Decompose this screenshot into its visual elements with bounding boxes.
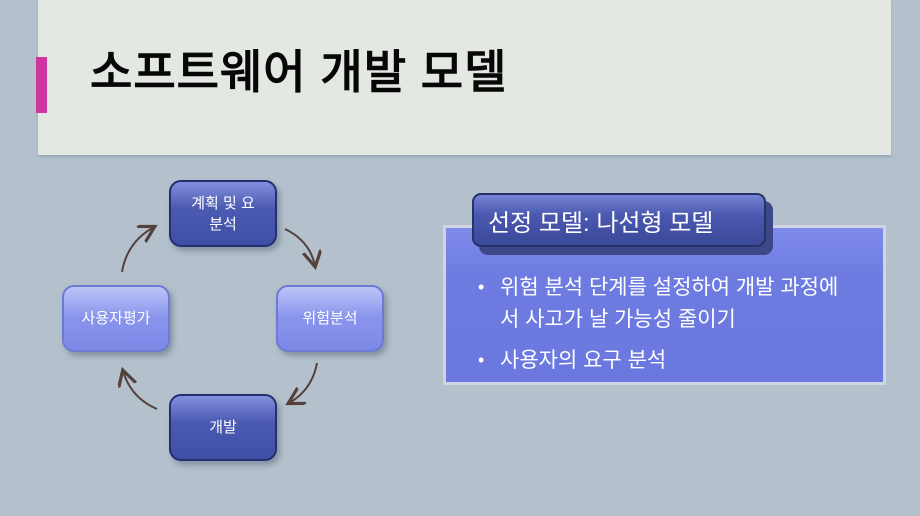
slide-title: 소프트웨어 개발 모델: [90, 46, 508, 98]
diagram-node-plan: 계획 및 요 분석: [169, 180, 277, 247]
callout-bullet-2-text: 사용자의 요구 분석: [500, 349, 667, 372]
diagram-node-risk: 위험분석: [276, 285, 384, 352]
callout-bullet-2: • 사용자의 요구 분석: [478, 345, 873, 377]
arrow-risk-to-develop: [289, 362, 318, 403]
arrow-evaluate-to-plan: [121, 227, 154, 273]
arrow-develop-to-evaluate: [123, 371, 158, 410]
diagram-node-develop: 개발: [169, 394, 277, 461]
title-banner: 소프트웨어 개발 모델: [36, 0, 891, 155]
callout-bullet-list: • 위험 분석 단계를 설정하여 개발 과정에 서 사고가 날 가능성 줄이기 …: [478, 272, 873, 377]
bullet-dot-icon: •: [478, 277, 485, 297]
callout-bullet-1-text: 위험 분석 단계를 설정하여 개발 과정에 서 사고가 날 가능성 줄이기: [500, 276, 839, 331]
callout-bullet-1: • 위험 분석 단계를 설정하여 개발 과정에 서 사고가 날 가능성 줄이기: [478, 272, 873, 335]
callout-header: 선정 모델: 나선형 모델: [472, 193, 766, 247]
bullet-dot-icon: •: [478, 350, 485, 370]
diagram-node-evaluate: 사용자평가: [62, 285, 170, 352]
title-accent-bar: [36, 57, 47, 113]
arrow-plan-to-risk: [284, 228, 315, 266]
callout-panel: [443, 225, 886, 385]
